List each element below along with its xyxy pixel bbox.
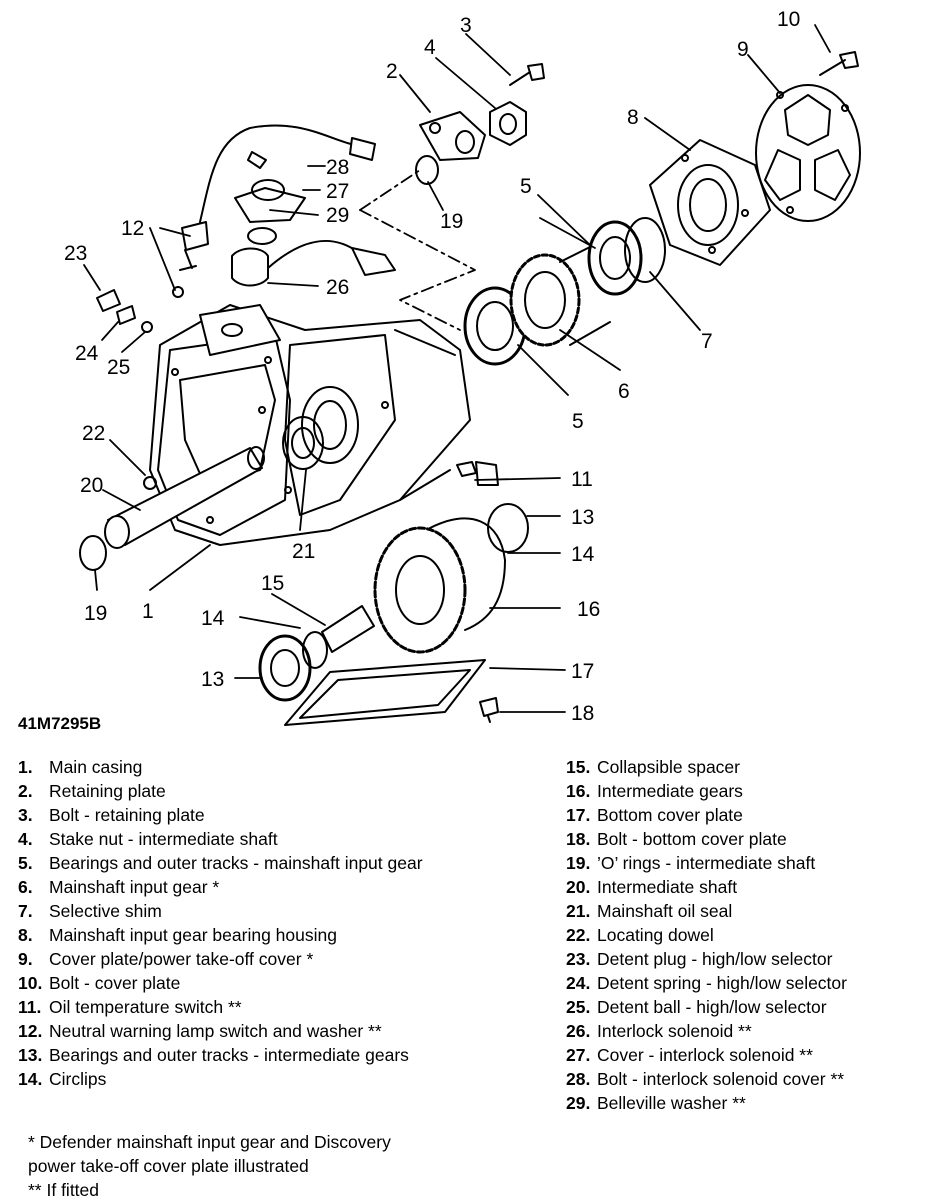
footnote-line-3: ** If fitted [28,1180,100,1200]
legend-item-2: 2.Retaining plate [18,781,166,801]
footnote-line-2: power take-off cover plate illustrated [28,1156,309,1176]
legend-item-17: 17.Bottom cover plate [566,805,743,825]
cover-plate-bolt-drawing [819,51,859,76]
interlock-solenoid-drawing [231,151,396,287]
o-ring-lower-drawing [79,535,107,571]
legend-item-25: 25.Detent ball - high/low selector [566,997,827,1017]
legend-item-13: 13.Bearings and outer tracks - intermedi… [18,1045,409,1065]
legend-item-7: 7.Selective shim [18,901,162,921]
figure-reference: 41M7295B [18,714,102,733]
callout-19-upper: 19 [440,210,463,233]
intermediate-bearing-drawing [258,631,328,702]
main-casing-drawing [149,304,471,546]
callout-14-left: 14 [201,607,225,630]
legend-item-29: 29.Belleville washer ** [566,1093,746,1113]
legend-item-24: 24.Detent spring - high/low selector [566,973,847,993]
collapsible-spacer-drawing [321,605,375,653]
legend-left: 1.Main casing 2.Retaining plate 3.Bolt -… [18,755,538,1091]
callout-17: 17 [571,660,594,683]
neutral-warning-switch-drawing [172,124,376,298]
callout-15: 15 [261,572,284,595]
callout-4: 4 [424,36,436,59]
callout-9: 9 [737,38,749,61]
input-gear-bearing-rear-drawing [587,217,666,296]
retaining-plate-drawing [419,111,486,161]
footnote-line-1: * Defender mainshaft input gear and Disc… [28,1132,391,1152]
bottom-cover-plate-drawing [284,659,486,726]
legend-item-22: 22.Locating dowel [566,925,714,945]
callout-6: 6 [618,380,630,403]
legend-item-26: 26.Interlock solenoid ** [566,1021,752,1041]
callout-21: 21 [292,540,315,563]
callout-29: 29 [326,204,349,227]
callout-12: 12 [121,217,144,240]
callout-8: 8 [627,106,639,129]
callout-1: 1 [142,600,154,623]
legend-item-1: 1.Main casing [18,757,143,777]
legend-item-21: 21.Mainshaft oil seal [566,901,733,921]
callout-13-right: 13 [571,506,594,529]
legend-item-16: 16.Intermediate gears [566,781,743,801]
callout-20: 20 [80,474,103,497]
legend-item-27: 27.Cover - interlock solenoid ** [566,1045,813,1065]
legend-item-23: 23.Detent plug - high/low selector [566,949,833,969]
legend-right: 15.Collapsible spacer 16.Intermediate ge… [566,755,916,1115]
legend-item-19: 19.’O’ rings - intermediate shaft [566,853,816,873]
legend-item-10: 10.Bolt - cover plate [18,973,181,993]
legend-item-3: 3.Bolt - retaining plate [18,805,205,825]
legend-item-6: 6.Mainshaft input gear * [18,877,220,897]
callout-2: 2 [386,60,398,83]
bottom-cover-bolt-drawing [479,697,499,723]
callout-10: 10 [777,8,800,31]
callout-27: 27 [326,180,349,203]
legend-item-18: 18.Bolt - bottom cover plate [566,829,787,849]
callout-24: 24 [75,342,99,365]
leader-lines [83,24,831,713]
cover-plate-drawing [755,84,861,222]
legend-item-15: 15.Collapsible spacer [566,757,740,777]
legend-item-4: 4.Stake nut - intermediate shaft [18,829,278,849]
callout-22: 22 [82,422,105,445]
legend-item-20: 20.Intermediate shaft [566,877,738,897]
stake-nut-drawing [489,101,527,146]
bearing-housing-drawing [649,139,771,266]
legend-item-5: 5.Bearings and outer tracks - mainshaft … [18,853,423,873]
callout-5-lower: 5 [572,410,584,433]
retaining-plate-bolt-drawing [509,63,545,86]
callout-19-lower: 19 [84,602,107,625]
detent-parts-drawing [96,289,153,333]
legend-item-12: 12.Neutral warning lamp switch and washe… [18,1021,382,1041]
legend-item-8: 8.Mainshaft input gear bearing housing [18,925,337,945]
callout-16: 16 [577,598,600,621]
intermediate-gears-drawing [373,503,529,654]
mainshaft-oil-seal-drawing [282,416,324,470]
legend-item-11: 11.Oil temperature switch ** [18,997,242,1017]
legend-item-9: 9.Cover plate/power take-off cover * [18,949,314,969]
callout-13-left: 13 [201,668,224,691]
exploded-diagram: 1 2 3 4 5 5 6 7 8 9 10 11 12 13 13 14 14… [64,8,861,726]
o-ring-upper-drawing [415,155,439,185]
callout-23: 23 [64,242,87,265]
footnotes: * Defender mainshaft input gear and Disc… [28,1130,391,1202]
callout-7: 7 [701,330,713,353]
callout-18: 18 [571,702,594,725]
callout-11: 11 [571,468,593,491]
callout-5-upper: 5 [520,175,532,198]
intermediate-shaft-drawing [104,446,265,549]
legend-item-14: 14.Circlips [18,1069,107,1089]
locating-dowel-drawing [143,476,157,490]
callout-28: 28 [326,156,349,179]
callout-26: 26 [326,276,349,299]
callout-3: 3 [460,14,472,37]
callout-25: 25 [107,356,130,379]
legend-item-28: 28.Bolt - interlock solenoid cover ** [566,1069,845,1089]
oil-temperature-switch-drawing [456,461,499,486]
callout-14-right: 14 [571,543,595,566]
